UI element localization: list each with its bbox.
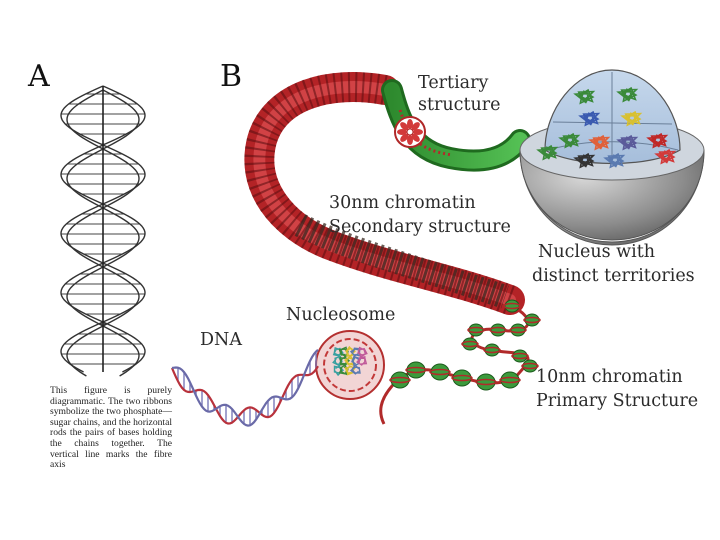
chromosome-territory — [616, 86, 639, 103]
chromosome-territory — [603, 152, 626, 169]
chromosome-territory — [558, 132, 581, 149]
dna-wrap — [509, 326, 527, 334]
nucleosome-bead — [510, 323, 526, 337]
histone-protein — [356, 356, 368, 366]
chromosome-territory — [654, 148, 677, 165]
nucleosome-bead — [476, 373, 496, 391]
label-nucleosome: Nucleosome — [286, 305, 395, 325]
dna-wrap — [467, 326, 485, 334]
chromosome-territory — [573, 88, 596, 105]
nucleosome-core — [315, 330, 385, 400]
nucleosome-bead — [452, 369, 472, 387]
label-10nm-line2: Primary Structure — [536, 391, 698, 411]
chromosome-territory — [646, 132, 669, 149]
helix-strand — [60, 85, 146, 373]
label-nucleus-line2: distinct territories — [532, 266, 695, 286]
rosette-loop — [407, 119, 413, 129]
panel-label-b: B — [220, 59, 242, 94]
nucleosome-bead — [500, 371, 520, 389]
rosette-loop — [413, 129, 423, 135]
rosette-loop — [407, 135, 413, 145]
chromosome-territory — [616, 134, 639, 151]
nucleus-hemisphere — [519, 69, 705, 246]
label-tertiary-line1: Tertiary — [418, 73, 488, 93]
histone-protein — [357, 346, 368, 358]
nucleosome-bead — [390, 371, 410, 389]
dna-wrap — [521, 362, 539, 370]
dna-wrap — [523, 316, 541, 324]
fibre-30nm — [244, 72, 525, 315]
nucleosome-bead — [524, 313, 540, 327]
dna-wrap — [451, 374, 473, 382]
histone-protein — [351, 355, 362, 367]
dna-wrap — [499, 376, 521, 384]
dna-wrap — [461, 340, 479, 348]
dna-wrap — [489, 326, 507, 334]
label-tertiary-line2: structure — [418, 95, 500, 115]
nucleosome-bead — [462, 337, 478, 351]
dna-wrap — [475, 378, 497, 386]
dna-wrap — [429, 368, 451, 376]
rosette-loop — [400, 133, 409, 142]
dna-wrap — [405, 366, 427, 374]
rosette-loop — [400, 122, 409, 131]
chromosome-territory — [573, 152, 596, 169]
helix-strand — [60, 85, 146, 373]
rosette-loop — [411, 133, 420, 142]
dna-wrap — [503, 302, 521, 310]
nucleosome-bead — [490, 323, 506, 337]
chromosome-territory — [588, 134, 611, 151]
helix-strand — [66, 89, 140, 377]
fibre-10nm — [379, 299, 541, 425]
rosette-loop — [397, 129, 407, 135]
helix-strand — [66, 89, 140, 377]
label-dna: DNA — [200, 330, 242, 350]
panel-label-a: A — [27, 59, 50, 94]
dna-wrap — [483, 346, 501, 354]
nucleosome-bead — [484, 343, 500, 357]
tertiary-tube — [381, 79, 531, 172]
histone-protein — [345, 345, 356, 357]
nucleosome-bead — [522, 359, 538, 373]
dna-wrap — [389, 376, 411, 384]
fibre-cross-section — [394, 116, 426, 148]
nucleosome-bead — [430, 363, 450, 381]
label-30nm-line1: 30nm chromatin — [329, 193, 476, 213]
panel-a-helix — [60, 85, 146, 377]
nucleosome-bead — [504, 299, 520, 313]
histone-protein — [344, 365, 356, 376]
figure-caption: This figure is purely diagrammatic. The … — [50, 385, 172, 471]
nucleosome-bead — [406, 361, 426, 379]
chromosome-territory — [620, 110, 643, 127]
label-30nm-line2: Secondary structure — [329, 217, 511, 237]
dna-wrap — [511, 352, 529, 360]
label-nucleus-line1: Nucleus with — [538, 242, 655, 262]
dna-helix-b — [170, 348, 319, 427]
chromosome-territory — [578, 110, 601, 127]
rosette-loop — [411, 122, 420, 131]
histone-protein — [349, 364, 361, 375]
label-10nm-line1: 10nm chromatin — [536, 367, 683, 387]
chromosome-territory — [536, 144, 559, 161]
nucleosome-bead — [512, 349, 528, 363]
nucleosome-bead — [468, 323, 484, 337]
